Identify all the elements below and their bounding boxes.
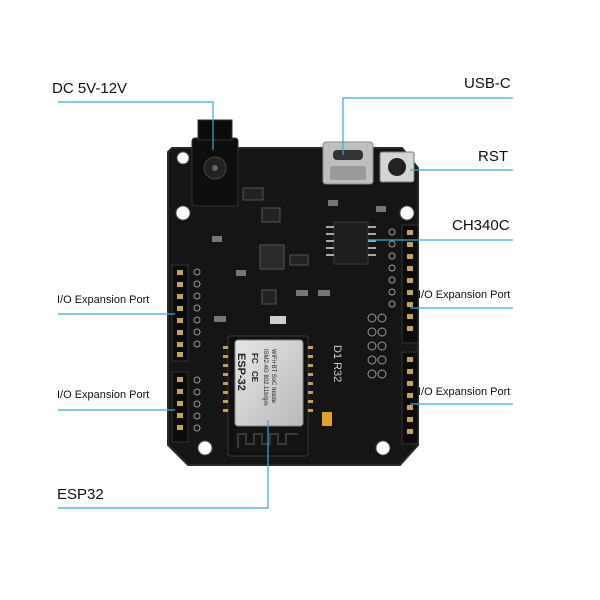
mounting-hole — [175, 205, 191, 221]
mounting-hole — [176, 151, 190, 165]
mounting-hole — [375, 440, 391, 456]
module-ce-mark: CE — [250, 371, 259, 383]
mounting-hole — [197, 440, 213, 456]
esp32-module: WiFi+BT SoC Inside ISM2.4G 802.11b/g/n F… — [223, 335, 313, 457]
callout-line-esp32 — [58, 420, 269, 509]
left-header-top — [171, 264, 201, 362]
callout-line-dc — [58, 101, 214, 150]
callout-line-usbc — [342, 97, 513, 155]
usb-c-connector — [322, 141, 374, 185]
right-header-bottom — [367, 313, 419, 445]
usb-c-label: USB-C — [464, 75, 511, 92]
rst-label: RST — [478, 148, 508, 165]
mounting-hole — [399, 205, 415, 221]
ch340c-label: CH340C — [452, 217, 510, 234]
reset-button — [379, 151, 415, 183]
module-fc-mark: FC — [250, 353, 259, 364]
power-components — [212, 187, 386, 426]
module-text-2: ISM2.4G 802.11b/g/n — [262, 349, 268, 406]
dc-jack — [191, 119, 239, 207]
right-header-top — [388, 224, 419, 344]
io-right-bottom-label: I/O Expansion Port — [418, 386, 511, 398]
callout-lines — [58, 97, 513, 509]
dc-label: DC 5V-12V — [52, 80, 128, 97]
io-left-bottom-label: I/O Expansion Port — [57, 389, 150, 401]
io-right-top-label: I/O Expansion Port — [418, 289, 511, 301]
module-text-1: WiFi+BT SoC Inside — [270, 349, 276, 404]
ch340c-chip — [326, 221, 376, 265]
board-silkscreen: D1 R32 — [331, 345, 343, 382]
io-left-top-label: I/O Expansion Port — [57, 294, 150, 306]
esp32-label: ESP32 — [57, 486, 104, 503]
module-brand: ESP-32 — [235, 353, 247, 391]
left-header-bottom — [171, 371, 201, 443]
